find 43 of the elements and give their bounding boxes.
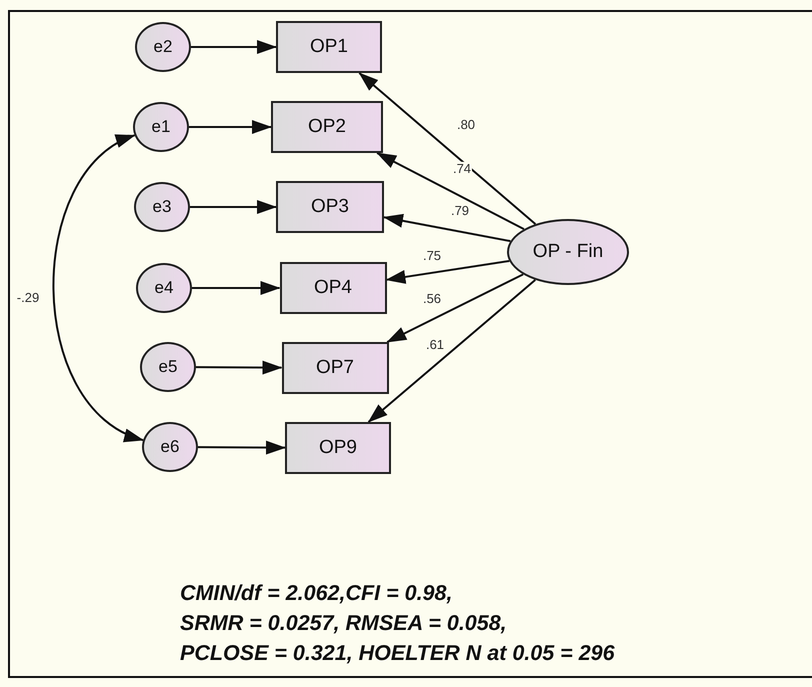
arrow (52, 134, 144, 442)
node-label: OP - Fin (532, 241, 604, 263)
observed-variable-box (271, 101, 383, 153)
node-label: OP4 (314, 277, 352, 299)
arrow (368, 279, 536, 423)
node-label: e5 (158, 357, 178, 377)
edge-label: -.29 (16, 290, 40, 306)
node-label: OP9 (318, 437, 358, 459)
arrow (358, 72, 536, 225)
arrow (386, 260, 510, 284)
node-label: e4 (154, 278, 174, 298)
edge-label: .61 (424, 338, 446, 352)
arrow (196, 360, 282, 375)
node-label: e1 (152, 117, 170, 137)
node-label: e2 (154, 37, 172, 57)
node-label: OP2 (308, 116, 346, 138)
edge-label: .75 (422, 248, 442, 264)
observed-variable-box (280, 262, 386, 314)
node-label: e6 (160, 437, 180, 457)
arrow (190, 200, 277, 214)
arrow (383, 214, 511, 242)
node-label: e3 (152, 197, 172, 217)
error-term-circle (133, 102, 189, 152)
arrow (192, 281, 280, 295)
observed-variable-box (276, 181, 384, 233)
fit-statistics-text: PCLOSE = 0.321, HOELTER N at 0.05 = 296 (180, 640, 615, 667)
node-label: OP7 (316, 357, 354, 379)
arrow (191, 40, 277, 54)
latent-variable-ellipse (507, 219, 629, 285)
arrow (189, 120, 272, 134)
node-label: OP3 (310, 196, 350, 218)
edge-label: .79 (450, 204, 470, 218)
observed-variable-box (276, 21, 382, 73)
arrow (376, 152, 524, 230)
arrow (198, 440, 286, 455)
observed-variable-box (285, 422, 391, 474)
fit-statistics-text: CMIN/df = 2.062,CFI = 0.98, (180, 580, 454, 607)
edge-label: .80 (456, 118, 476, 132)
edge-label: .56 (422, 292, 442, 306)
arrow (386, 273, 524, 343)
observed-variable-box (282, 342, 388, 394)
fit-statistics-text: SRMR = 0.0257, RMSEA = 0.058, (180, 610, 508, 637)
node-label: OP1 (310, 36, 348, 58)
